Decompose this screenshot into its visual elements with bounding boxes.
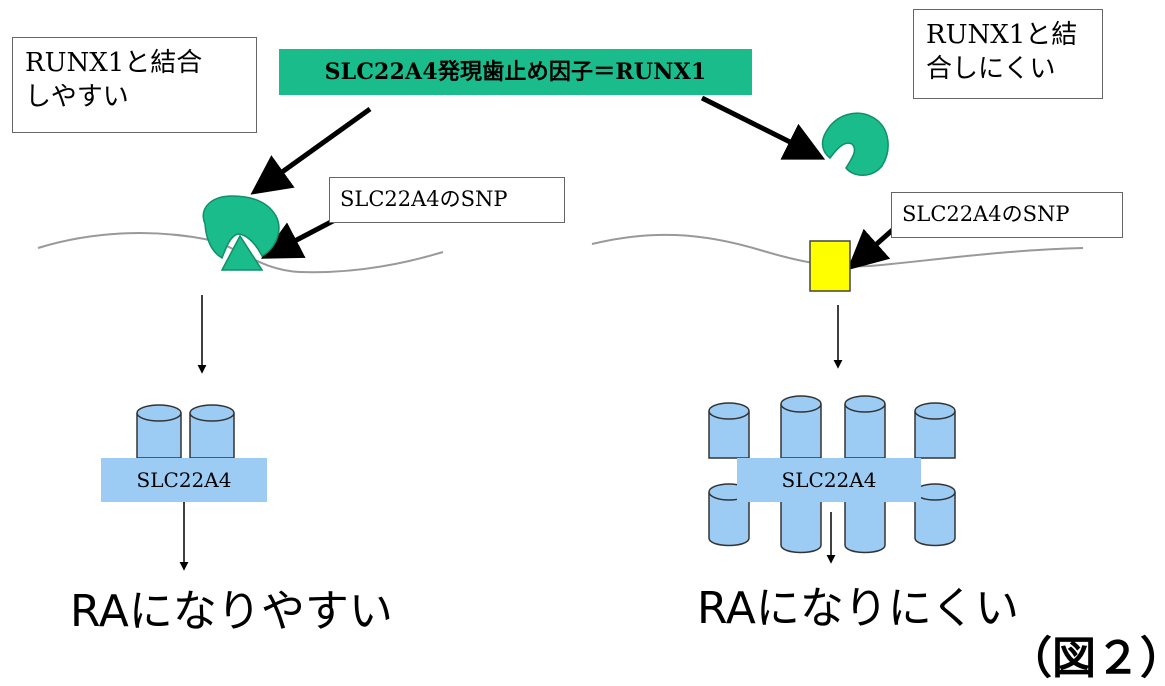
outcome-left: RAになりやすい [70,586,393,637]
arrow-runx1-to-right [700,95,826,160]
arrow-runx1-to-left [250,106,372,195]
slc22a4-label-right: SLC22A4 [737,458,921,502]
runx1-title-bar: SLC22A4発現歯止め因子＝RUNX1 [279,49,752,95]
snp-square-icon [809,240,851,292]
runx1-protein-right-icon [821,112,889,176]
outcome-right: RAになりにくい [697,583,1020,634]
snp-label-left: SLC22A4のSNP [329,177,565,223]
binds-hard-line1: RUNX1と結 [926,20,1078,50]
binds-hard-line2: 合しにくい [926,54,1056,84]
binds-easily-line1: RUNX1と結合 [25,48,203,78]
snp-triangle-icon [220,234,264,271]
transporter-cylinders-right [708,395,956,554]
binds-hard-box: RUNX1と結 合しにくい [913,9,1103,99]
runx1-protein-left-icon [202,195,280,260]
transporter-cylinders-left [136,404,235,459]
binds-easily-line2: しやすい [25,82,129,112]
slc22a4-label-left: SLC22A4 [101,458,267,502]
arrow-snp-right [847,224,899,271]
binds-easily-box: RUNX1と結合 しやすい [12,37,257,133]
figure-label: （図２） [1008,633,1165,684]
snp-label-right: SLC22A4のSNP [891,192,1123,238]
